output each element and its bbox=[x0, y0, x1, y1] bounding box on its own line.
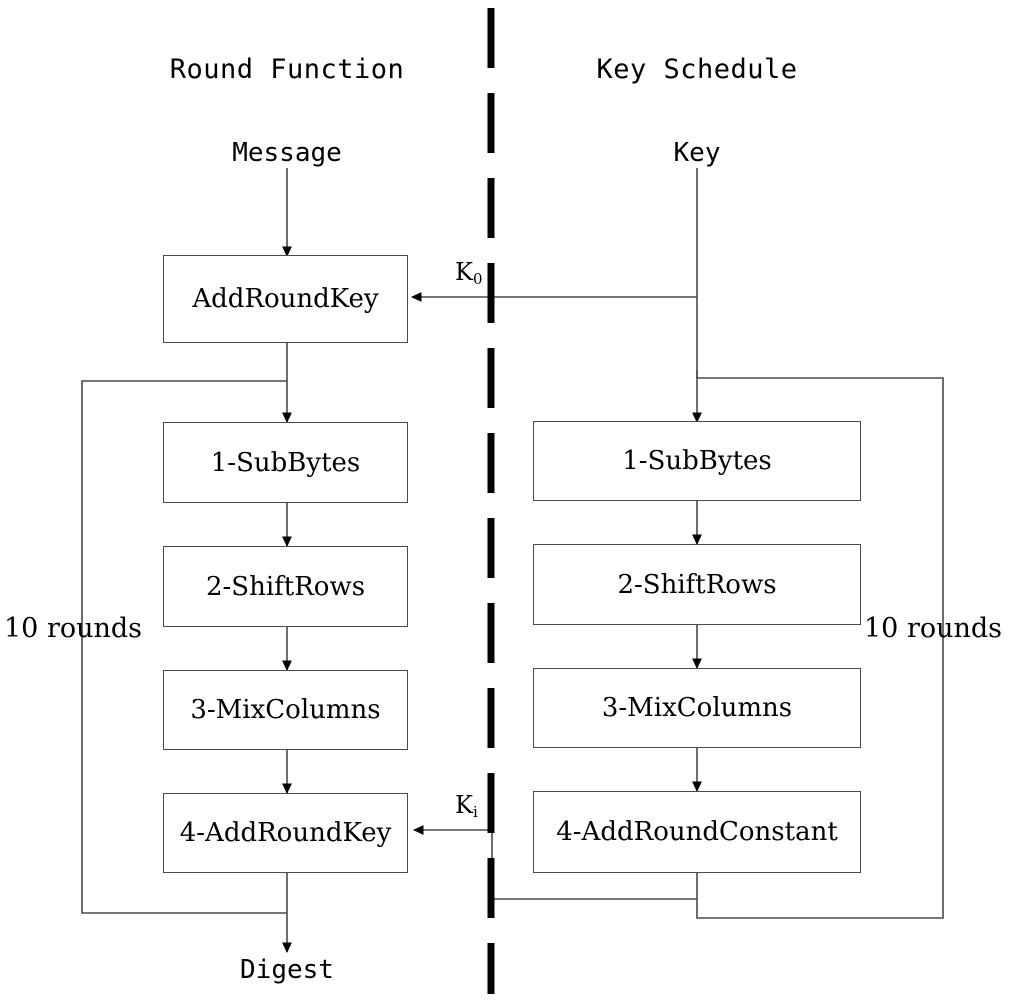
edge-label-ki: Ki bbox=[455, 791, 478, 821]
box-rf-addroundkey4[interactable]: 4-AddRoundKey bbox=[163, 793, 408, 873]
box-rf-subbytes[interactable]: 1-SubBytes bbox=[163, 422, 408, 503]
box-ks-subbytes-label: 1-SubBytes bbox=[622, 446, 772, 476]
edge-label-k0-base: K bbox=[455, 258, 473, 286]
box-ks-mixcolumns[interactable]: 3-MixColumns bbox=[533, 668, 861, 748]
edge-label-ki-base: K bbox=[455, 791, 473, 819]
edge-label-ki-sub: i bbox=[472, 803, 478, 821]
input-label-message: Message bbox=[232, 138, 342, 168]
loop-label-round-function: 10 rounds bbox=[4, 613, 143, 644]
box-rf-shiftrows-label: 2-ShiftRows bbox=[205, 571, 366, 602]
box-ks-mixcolumns-label: 3-MixColumns bbox=[601, 693, 793, 723]
column-title-round-function: Round Function bbox=[169, 54, 405, 85]
box-ks-shiftrows-label: 2-ShiftRows bbox=[617, 569, 777, 600]
box-addroundkey-label: AddRoundKey bbox=[192, 284, 379, 314]
input-label-key: Key bbox=[673, 138, 721, 168]
box-rf-mixcolumns[interactable]: 3-MixColumns bbox=[163, 670, 408, 750]
box-ks-addroundconstant[interactable]: 4-AddRoundConstant bbox=[533, 791, 861, 873]
box-rf-mixcolumns-label: 3-MixColumns bbox=[190, 695, 381, 725]
column-title-key-schedule: Key Schedule bbox=[596, 54, 798, 85]
box-ks-shiftrows[interactable]: 2-ShiftRows bbox=[533, 544, 861, 625]
box-rf-addroundkey4-label: 4-AddRoundKey bbox=[179, 818, 392, 848]
box-ks-addroundconstant-label: 4-AddRoundConstant bbox=[556, 817, 838, 847]
loop-label-key-schedule: 10 rounds bbox=[864, 613, 1003, 644]
edge-label-k0-sub: 0 bbox=[472, 270, 483, 288]
loop-round-function-feedback bbox=[81, 380, 287, 914]
loop-key-schedule-feedback bbox=[696, 377, 944, 919]
box-rf-shiftrows[interactable]: 2-ShiftRows bbox=[163, 546, 408, 627]
box-addroundkey[interactable]: AddRoundKey bbox=[163, 255, 408, 343]
output-label-digest: Digest bbox=[240, 955, 334, 985]
box-ks-subbytes[interactable]: 1-SubBytes bbox=[533, 421, 861, 501]
edge-label-k0: K0 bbox=[455, 258, 483, 288]
box-rf-subbytes-label: 1-SubBytes bbox=[210, 447, 361, 478]
